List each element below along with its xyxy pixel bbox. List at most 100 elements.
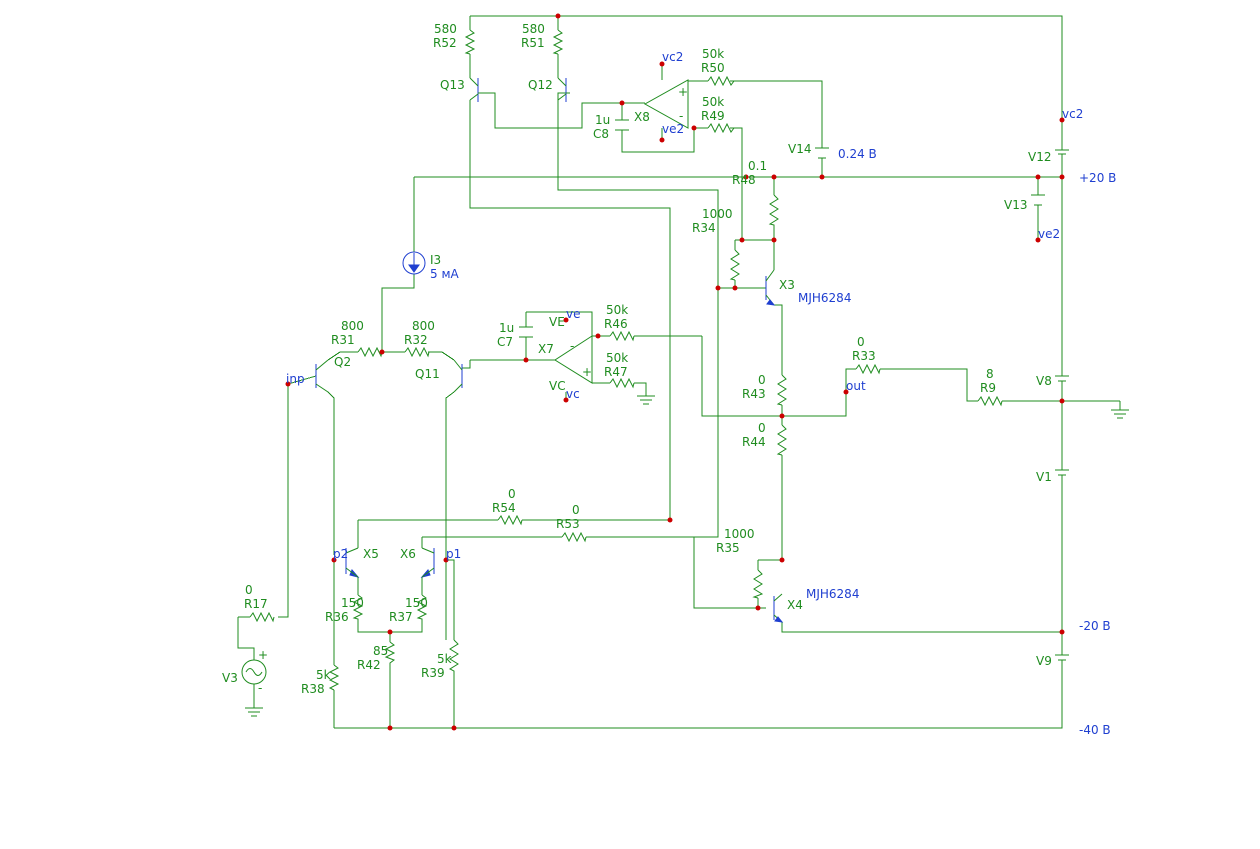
source-V13[interactable] [1031, 194, 1045, 206]
resistor-R39[interactable] [448, 639, 459, 676]
transistor-Q11[interactable] [453, 359, 463, 393]
ref-label-R49: R49 [701, 109, 725, 123]
dc-sources [815, 147, 1069, 661]
resistor-R50[interactable] [707, 75, 735, 87]
rail-label-minus20: -20 В [1079, 619, 1111, 633]
source-V12[interactable] [1055, 149, 1069, 155]
node-label-p2: p2 [333, 547, 348, 561]
ground-symbol [245, 707, 263, 717]
source-V3-plus-sign: + [258, 648, 268, 662]
transistor-X5[interactable] [345, 547, 360, 578]
resistor-R36[interactable] [352, 594, 364, 620]
resistor-R46[interactable] [609, 330, 635, 342]
model-label-X3: MJH6284 [798, 291, 851, 305]
value-label-R35: 1000 [724, 527, 755, 541]
resistor-R48[interactable] [768, 194, 779, 230]
ref-label-R36: R36 [325, 610, 349, 624]
resistor-R31[interactable] [357, 346, 383, 358]
value-label-V14: 0.24 В [838, 147, 877, 161]
resistor-R44[interactable] [776, 424, 787, 456]
ref-label-X5: X5 [363, 547, 379, 561]
resistor-R54[interactable] [497, 514, 523, 526]
value-label-R49: 50k [702, 95, 724, 109]
value-label-R36: 150 [341, 596, 364, 610]
resistor-R37[interactable] [416, 594, 428, 620]
rail-label-plus20: +20 В [1079, 171, 1116, 185]
value-label-R47: 50k [606, 351, 628, 365]
transistor-X4[interactable] [773, 593, 784, 623]
ref-label-R32: R32 [404, 333, 428, 347]
capacitor-C8[interactable] [615, 119, 629, 131]
value-label-R34: 1000 [702, 207, 733, 221]
value-label-R33: 0 [857, 335, 865, 349]
ref-label-R51: R51 [521, 36, 545, 50]
ref-label-X4: X4 [787, 598, 803, 612]
source-V14[interactable] [815, 147, 829, 159]
labels-transistors: Q13 Q12 Q2 Q11 X5 X6 X3 MJH6284 X4 MJH62… [334, 78, 859, 612]
junctions [285, 13, 1065, 731]
ground-symbol [1111, 409, 1129, 419]
source-V3[interactable] [241, 659, 267, 685]
ref-label-V1: V1 [1036, 470, 1052, 484]
node-label-vc2: vc2 [1062, 107, 1083, 121]
transistor-Q12[interactable] [557, 77, 570, 102]
resistor-R32[interactable] [404, 346, 430, 358]
value-label-R52: 580 [434, 22, 457, 36]
ref-label-R33: R33 [852, 349, 876, 363]
opamp-X8-minus-sign: - [679, 109, 683, 123]
value-label-C8: 1u [595, 113, 610, 127]
resistor-R51[interactable] [552, 29, 564, 55]
value-label-I3: 5 мА [430, 267, 460, 281]
ref-label-V13: V13 [1004, 198, 1027, 212]
ref-label-R52: R52 [433, 36, 457, 50]
transistor-Q13[interactable] [469, 77, 482, 102]
resistor-R53[interactable] [561, 531, 587, 543]
ref-label-R47: R47 [604, 365, 628, 379]
ref-label-R42: R42 [357, 658, 381, 672]
current-source-I3[interactable] [402, 251, 426, 275]
source-V1[interactable] [1055, 469, 1069, 476]
ref-label-Q2: Q2 [334, 355, 351, 369]
ref-label-X6: X6 [400, 547, 416, 561]
transistor-X6[interactable] [420, 547, 435, 578]
rail-label-minus40: -40 В [1079, 723, 1111, 737]
transistor-X3[interactable] [765, 269, 776, 306]
resistor-R49[interactable] [707, 122, 735, 134]
resistor-R42[interactable] [384, 641, 396, 665]
value-label-R9: 8 [986, 367, 994, 381]
resistor-R34[interactable] [729, 249, 740, 281]
resistor-R52[interactable] [464, 29, 476, 55]
ref-label-Q13: Q13 [440, 78, 465, 92]
ref-label-R9: R9 [980, 381, 996, 395]
opamp-X8-plus-sign: + [678, 85, 688, 99]
ref-label-R43: R43 [742, 387, 766, 401]
resistor-R38[interactable] [328, 664, 340, 691]
ref-label-R46: R46 [604, 317, 628, 331]
value-label-R44: 0 [758, 421, 766, 435]
value-label-R46: 50k [606, 303, 628, 317]
opamp-X7-plus-sign: + [582, 365, 592, 379]
source-V3-minus-sign: - [258, 681, 262, 695]
resistor-R9[interactable] [977, 395, 1003, 407]
model-label-X4: MJH6284 [806, 587, 859, 601]
resistor-R33[interactable] [855, 363, 881, 375]
ref-label-V14: V14 [788, 142, 811, 156]
opamp-X7[interactable] [554, 335, 593, 384]
resistor-R47[interactable] [609, 377, 635, 389]
node-label-ve: ve [566, 307, 580, 321]
ref-label-I3: I3 [430, 253, 441, 267]
resistor-R35[interactable] [752, 569, 764, 599]
labels-resistors: 580 R52 580 R51 50k R50 50k R49 0.1 R48 … [244, 22, 996, 696]
transistor-Q2[interactable] [315, 359, 329, 393]
resistor-R43[interactable] [776, 374, 787, 406]
capacitor-C7[interactable] [519, 326, 533, 338]
opamp-X8[interactable] [643, 79, 689, 129]
ref-label-V12: V12 [1028, 150, 1051, 164]
ref-label-V9: V9 [1036, 654, 1052, 668]
resistor-R17[interactable] [249, 611, 275, 623]
value-label-R48: 0.1 [748, 159, 767, 173]
source-V9[interactable] [1055, 654, 1069, 661]
ref-label-R34: R34 [692, 221, 716, 235]
ref-label-V8: V8 [1036, 374, 1052, 388]
source-V8[interactable] [1055, 375, 1069, 382]
